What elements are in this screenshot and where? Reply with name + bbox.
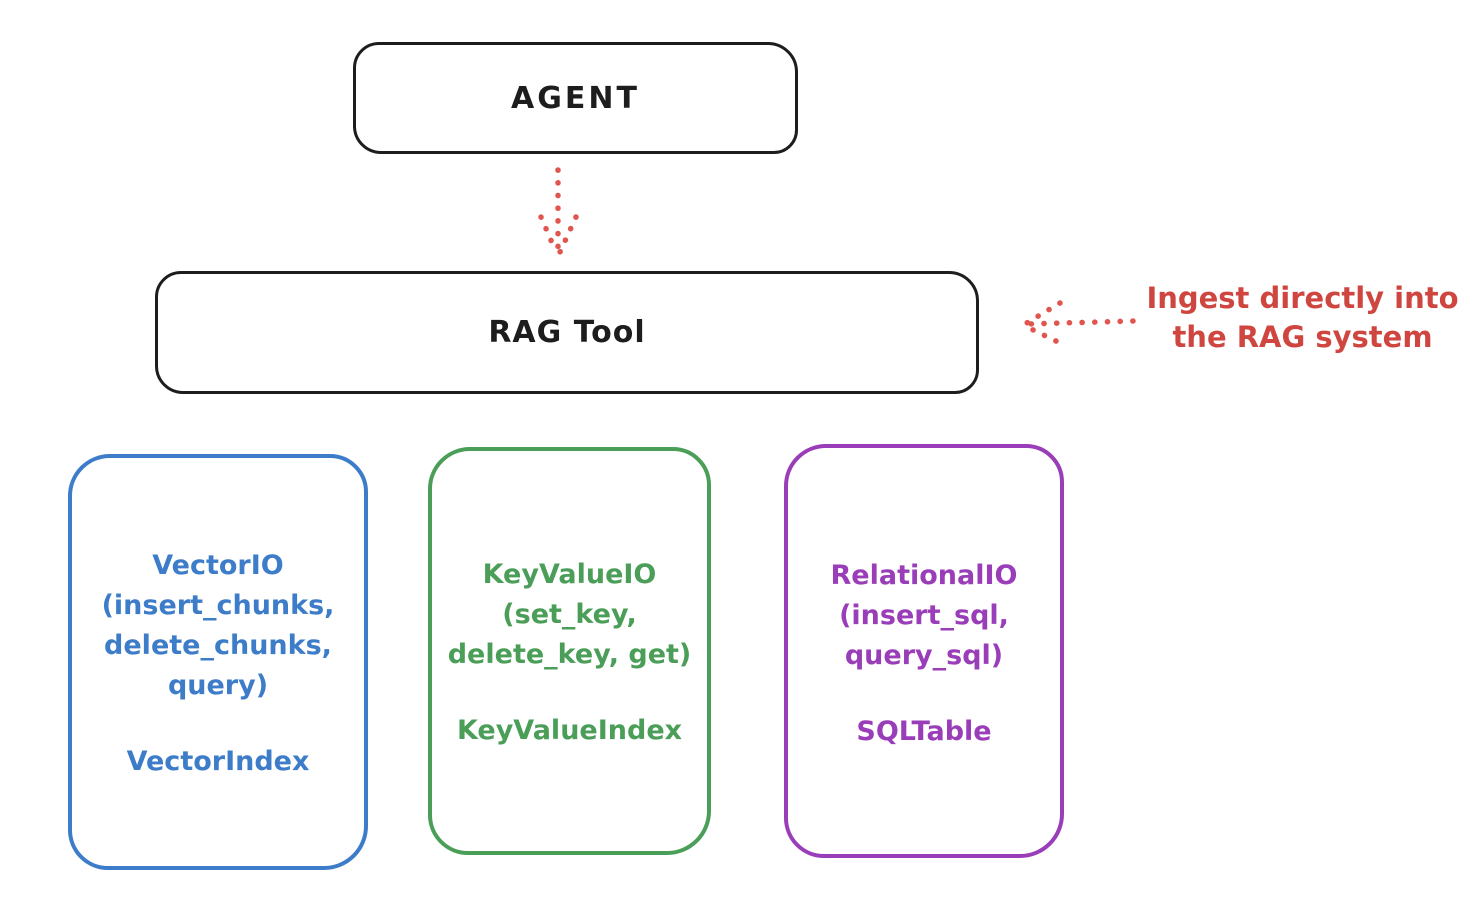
- ingest-annotation-line1: Ingest directly into: [1146, 281, 1459, 315]
- vectorio-index-label: VectorIndex: [126, 746, 310, 777]
- ingest-annotation-arrow: [1022, 300, 1136, 344]
- ingest-annotation: Ingest directly into the RAG system: [1135, 279, 1470, 357]
- rag-tool-node-label: RAG Tool: [488, 315, 646, 350]
- relationalio-line: query_sql): [844, 640, 1004, 671]
- keyvalueio-node: KeyValueIO (set_key, delete_key, get) Ke…: [428, 447, 711, 855]
- relationalio-node: RelationalIO (insert_sql, query_sql) SQL…: [784, 444, 1064, 858]
- relationalio-table-label: SQLTable: [856, 716, 992, 747]
- keyvalueio-line: KeyValueIO: [482, 559, 657, 590]
- rag-tool-node: RAG Tool: [155, 271, 979, 394]
- keyvalueio-line: (set_key,: [502, 599, 637, 630]
- relationalio-line: (insert_sql,: [839, 600, 1009, 631]
- vectorio-line: (insert_chunks,: [101, 590, 335, 621]
- ingest-annotation-line2: the RAG system: [1172, 320, 1433, 354]
- keyvalueio-line: delete_key, get): [447, 639, 692, 670]
- vectorio-node: VectorIO (insert_chunks, delete_chunks, …: [68, 454, 368, 870]
- vectorio-line: query): [167, 670, 269, 701]
- relationalio-line: RelationalIO: [830, 560, 1018, 591]
- agent-to-rag-arrow: [538, 167, 579, 255]
- agent-node: AGENT: [353, 42, 798, 154]
- vectorio-line: delete_chunks,: [104, 630, 332, 661]
- vectorio-line: VectorIO: [152, 550, 284, 581]
- keyvalueio-index-label: KeyValueIndex: [456, 715, 683, 746]
- agent-node-label: AGENT: [511, 80, 640, 116]
